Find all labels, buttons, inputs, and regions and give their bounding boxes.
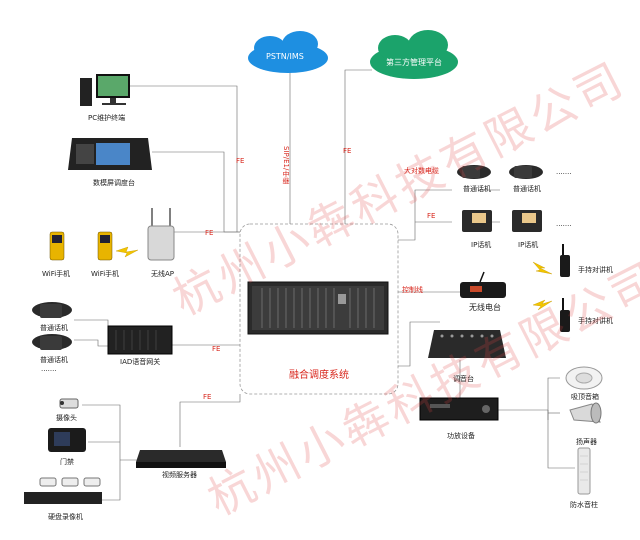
wifi-phone-1-label: WiFi手机 <box>42 270 71 278</box>
dispatch-console-icon <box>68 138 152 170</box>
desk-phone-icon <box>32 334 72 350</box>
ip-phone-1-label: IP话机 <box>471 241 492 249</box>
ip-phone-icon <box>512 210 542 232</box>
amplifier-label: 功放设备 <box>447 432 475 440</box>
console-label: 数模屏调度台 <box>93 179 135 187</box>
phone-b2-label: 普通话机 <box>513 185 541 193</box>
fe-label-ap: FE <box>205 229 214 237</box>
wireless-ap-icon <box>147 208 175 261</box>
fe-label-pc: FE <box>236 157 245 165</box>
ip-phones-more: ....... <box>556 220 572 228</box>
iad-gateway-icon <box>107 325 173 355</box>
iad-label: IAD语音网关 <box>120 358 161 366</box>
ip-phone-icon <box>462 210 492 232</box>
amplifier-icon <box>419 397 499 421</box>
fusion-dispatch-chassis-icon <box>247 281 389 335</box>
video-server-icon <box>136 450 226 468</box>
lightning-bolt-icon <box>532 299 553 311</box>
cloud-third-party <box>370 30 458 79</box>
nvr-icon <box>24 477 102 504</box>
ceiling-speaker-icon <box>565 366 603 390</box>
access-control-icon <box>48 428 86 452</box>
pstn-cloud-label: PSTN/IMS <box>266 52 304 61</box>
radio-label: 无线电台 <box>469 303 501 312</box>
access-label: 门禁 <box>60 458 74 466</box>
center-system-label: 融合调度系统 <box>289 370 349 381</box>
nvr-label: 硬盘录像机 <box>48 513 83 521</box>
wifi-phone-icon <box>49 231 65 261</box>
left-phones-more: ....... <box>41 365 57 373</box>
column-speaker-label: 防水音柱 <box>570 501 598 509</box>
ceiling-speaker-label: 吸顶音箱 <box>571 393 599 401</box>
wireless-links <box>115 246 553 311</box>
phone-a2-label: 普通话机 <box>40 356 68 364</box>
sip-trunk-label: SIP/E1/中继 <box>282 146 290 185</box>
fe-label-iad: FE <box>212 345 221 353</box>
walkie-talkie-icon <box>560 244 570 277</box>
fe-label-ip-phones: FE <box>427 212 436 220</box>
control-line-label: 控制线 <box>402 286 423 294</box>
fe-label-video: FE <box>203 393 212 401</box>
column-speaker-icon <box>577 447 591 495</box>
pc-terminal-icon <box>80 74 130 106</box>
phone-b1-label: 普通话机 <box>463 185 491 193</box>
cloud-pstn <box>248 31 328 73</box>
mixer-icon <box>428 330 506 358</box>
ip-phone-2-label: IP话机 <box>518 241 539 249</box>
pc-label: PC维护终端 <box>88 114 126 122</box>
large-capacity-cable-label: 大对数电缆 <box>404 167 439 175</box>
horn-speaker-icon <box>569 402 602 424</box>
walkie-talkie-icon <box>560 298 570 332</box>
wireless-ap-label: 无线AP <box>151 270 175 278</box>
phone-a1-label: 普通话机 <box>40 324 68 332</box>
wifi-phone-2-label: WiFi手机 <box>91 270 120 278</box>
horn-label: 扬声器 <box>576 438 597 446</box>
walkie-1-label: 手持对讲机 <box>578 266 613 274</box>
fe-label-third-party: FE <box>343 147 352 155</box>
camera-label: 摄像头 <box>56 414 77 422</box>
system-boundary <box>239 223 399 395</box>
desk-phone-icon <box>509 165 543 179</box>
desk-phone-icon <box>32 302 72 318</box>
wifi-phone-icon <box>97 231 113 261</box>
third-party-cloud-label: 第三方管理平台 <box>386 58 442 67</box>
walkie-2-label: 手持对讲机 <box>578 317 613 325</box>
lightning-bolt-icon <box>115 246 139 258</box>
camera-icon <box>59 398 79 409</box>
video-server-label: 视频服务器 <box>162 471 197 479</box>
desk-phone-icon <box>457 165 491 179</box>
radio-station-icon <box>460 271 506 298</box>
right-phones-more: ....... <box>556 168 572 176</box>
mixer-label: 调音台 <box>453 375 474 383</box>
lightning-bolt-icon <box>532 261 553 275</box>
